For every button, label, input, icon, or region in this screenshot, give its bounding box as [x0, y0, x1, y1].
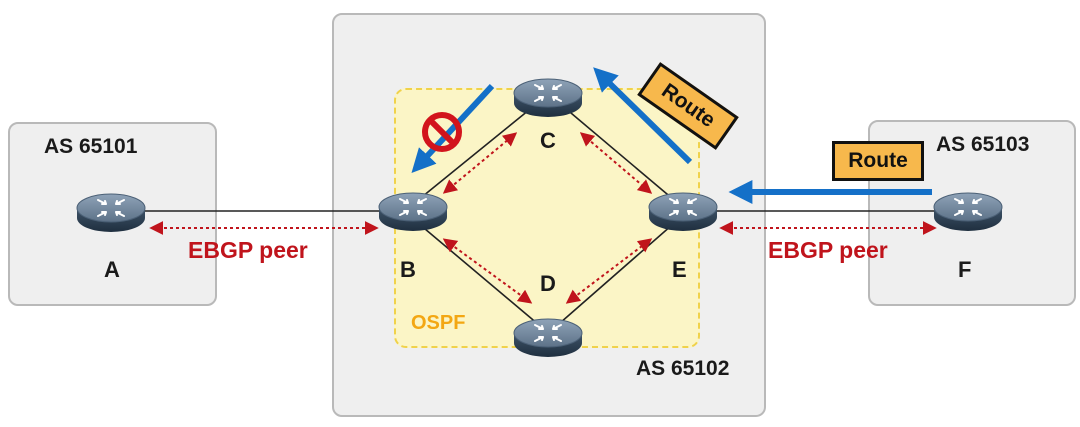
- router-d-icon: [511, 311, 585, 363]
- router-f-icon: [931, 185, 1005, 237]
- peer-b-d: [442, 238, 533, 304]
- router-e-label: E: [672, 257, 687, 282]
- as-65103-label: AS 65103: [936, 133, 1030, 156]
- peer-d-e: [565, 238, 653, 304]
- route-tag-right: Route: [832, 141, 924, 181]
- router-d-label: D: [540, 271, 556, 296]
- router-b-icon: [376, 185, 450, 237]
- ebgp-peer-left-label: EBGP peer: [188, 237, 308, 263]
- ospf-label: OSPF: [411, 312, 466, 334]
- router-f-label: F: [958, 257, 972, 282]
- router-c-icon: [511, 71, 585, 123]
- router-c-label: C: [540, 128, 556, 153]
- no-entry-icon: [422, 112, 462, 152]
- as-65102-label: AS 65102: [636, 357, 730, 380]
- router-a-icon: [74, 186, 148, 238]
- ebgp-peer-right-label: EBGP peer: [768, 237, 888, 263]
- as-65101-label: AS 65101: [44, 135, 138, 158]
- route-arrow-e-to-c: [593, 67, 693, 165]
- router-b-label: B: [400, 257, 416, 282]
- router-a-label: A: [104, 257, 120, 282]
- peer-c-e: [579, 132, 653, 194]
- router-e-icon: [646, 185, 720, 237]
